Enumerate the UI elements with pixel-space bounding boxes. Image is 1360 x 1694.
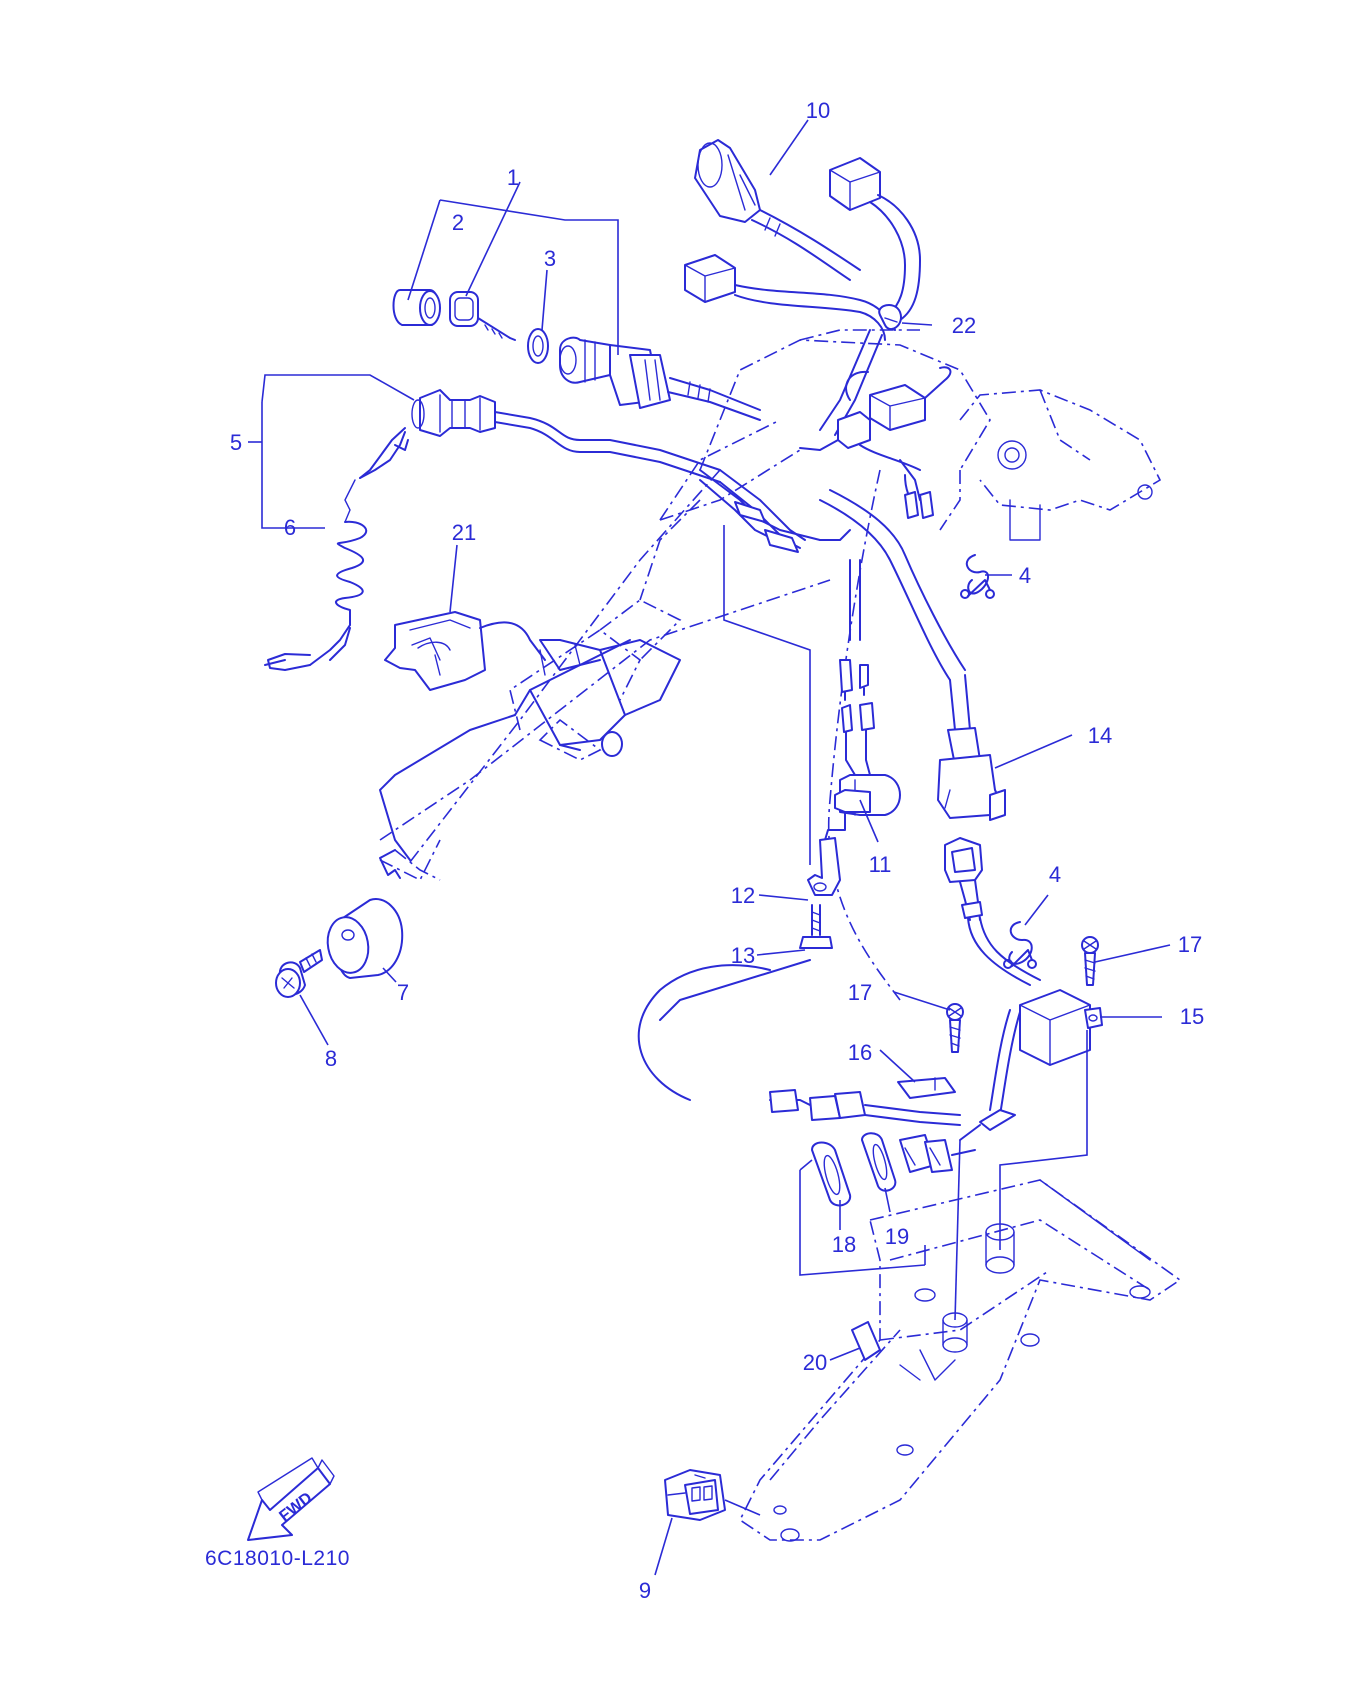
callout-17-lower: 17 [848,980,872,1005]
callout-labels: 1 2 3 4 4 5 6 7 8 9 10 11 12 13 14 15 16… [230,98,1204,1603]
callout-4-lower: 4 [1049,862,1061,887]
callout-20: 20 [803,1350,827,1375]
callout-6: 6 [284,515,296,540]
part-12-bracket [807,837,841,896]
tiller-handle [379,639,681,861]
callout-5: 5 [230,430,242,455]
part-10-connector [694,139,861,281]
part-2-boot [392,289,441,326]
steering-handle-phantom [379,329,1162,1001]
callout-17-upper: 17 [1178,932,1202,957]
fwd-arrow-icon: FWD [247,1457,335,1541]
callout-1: 1 [507,165,519,190]
part-7-grip-cap [326,898,404,979]
part-13-screw [659,904,833,1021]
callout-7: 7 [397,980,409,1005]
harness-lower [637,837,1103,1173]
callout-11: 11 [869,852,892,877]
callout-9: 9 [639,1578,651,1603]
main-wiring-harness [699,469,966,776]
callout-4-upper: 4 [1019,563,1031,588]
part-4-clip-lower [1003,921,1037,969]
leader-lines [248,119,1171,1576]
callout-22: 22 [952,313,976,338]
part-9-connector-block [664,1469,726,1521]
callout-8: 8 [325,1046,337,1071]
callout-21: 21 [452,520,476,545]
drawing-code: 6C18010-L210 [205,1547,350,1570]
part-17-screw-b [946,1003,964,1053]
callout-13: 13 [731,943,755,968]
part-8-screw [275,949,323,998]
part-18-grommet [811,1141,852,1207]
part-11-beeper [824,774,901,841]
part-6-lanyard [264,427,409,671]
callout-18: 18 [832,1232,856,1257]
callout-19: 19 [885,1224,909,1249]
part-1-key [449,291,516,341]
callout-16: 16 [848,1040,872,1065]
main-switch [559,336,761,421]
part-17-screw-a [1081,936,1099,986]
part-5-stop-switch [411,389,806,549]
part-4-clip-upper [960,554,995,599]
callout-15: 15 [1180,1004,1204,1029]
tiller-grip-end [379,849,441,881]
part-14-connector [937,674,1006,821]
callout-14: 14 [1088,723,1112,748]
harness-connectors-upper [684,157,952,519]
part-20-seal [851,1321,881,1361]
callout-10: 10 [806,98,830,123]
part-21-holder [384,611,546,691]
callout-12: 12 [731,883,755,908]
part-3-washer [527,328,549,364]
callout-3: 3 [544,246,556,271]
callout-2: 2 [452,210,464,235]
bottom-cowling-phantom [738,1179,1182,1542]
part-19-grommet [861,1132,897,1192]
